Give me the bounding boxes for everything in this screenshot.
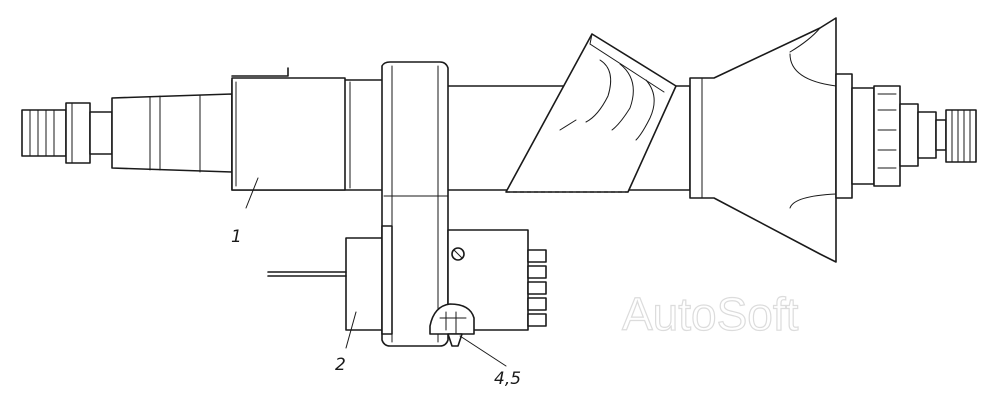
column-cutaway-sleeve — [505, 33, 677, 193]
part-1-housing — [231, 77, 346, 191]
flared-boot-cone — [689, 17, 853, 263]
connector-terminals — [527, 249, 547, 327]
callout-2: 2 — [335, 355, 346, 375]
part-4-5-fastener — [429, 303, 475, 347]
watermark: AutoSoft — [622, 288, 799, 340]
left-splined-shaft-end — [21, 93, 233, 173]
part-2-switch-body — [267, 225, 547, 335]
callout-1: 1 — [231, 227, 242, 247]
leader-lines — [245, 177, 507, 367]
right-splined-shaft-end — [851, 85, 977, 187]
callout-4-5: 4,5 — [494, 369, 521, 389]
